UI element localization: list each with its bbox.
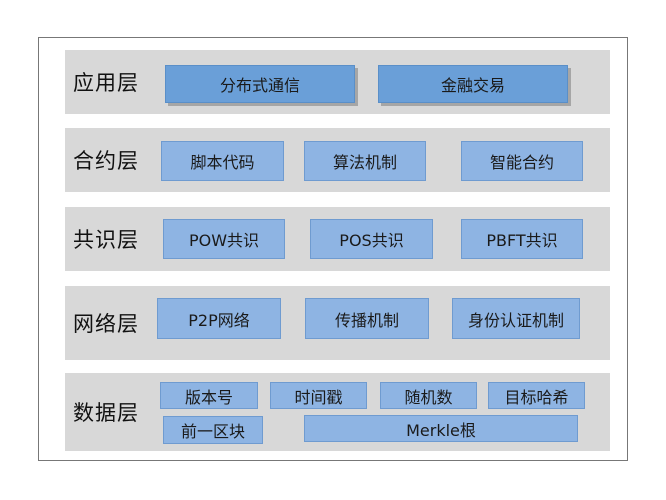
- layer-contract: 合约层 脚本代码 算法机制 智能合约: [65, 128, 610, 192]
- item-target-hash: 目标哈希: [488, 382, 585, 409]
- layer-network: 网络层 P2P网络 传播机制 身份认证机制: [65, 286, 610, 360]
- item-identity-auth-mechanism: 身份认证机制: [452, 298, 580, 339]
- layer-data: 数据层 版本号 时间戳 随机数 目标哈希 前一区块 Merkle根: [65, 373, 610, 451]
- item-pow-consensus: POW共识: [163, 219, 285, 259]
- layer-consensus: 共识层 POW共识 POS共识 PBFT共识: [65, 207, 610, 271]
- item-algorithm-mechanism: 算法机制: [304, 141, 426, 181]
- layer-label-data: 数据层: [73, 401, 139, 425]
- layer-label-consensus: 共识层: [73, 228, 139, 252]
- item-nonce: 随机数: [380, 382, 477, 409]
- item-merkle-root: Merkle根: [304, 415, 578, 442]
- item-smart-contract: 智能合约: [461, 141, 583, 181]
- item-timestamp: 时间戳: [270, 382, 367, 409]
- layer-label-network: 网络层: [73, 312, 139, 336]
- layer-application: 应用层 分布式通信 金融交易: [65, 50, 610, 114]
- item-financial-transaction: 金融交易: [378, 65, 568, 103]
- item-propagation-mechanism: 传播机制: [305, 298, 429, 339]
- item-version-number: 版本号: [160, 382, 258, 409]
- item-previous-block: 前一区块: [163, 416, 263, 444]
- item-distributed-communication: 分布式通信: [165, 65, 355, 103]
- item-pbft-consensus: PBFT共识: [461, 219, 583, 259]
- item-pos-consensus: POS共识: [310, 219, 433, 259]
- layer-label-application: 应用层: [73, 71, 139, 95]
- item-p2p-network: P2P网络: [157, 298, 281, 339]
- item-script-code: 脚本代码: [161, 141, 284, 181]
- layer-label-contract: 合约层: [73, 149, 139, 173]
